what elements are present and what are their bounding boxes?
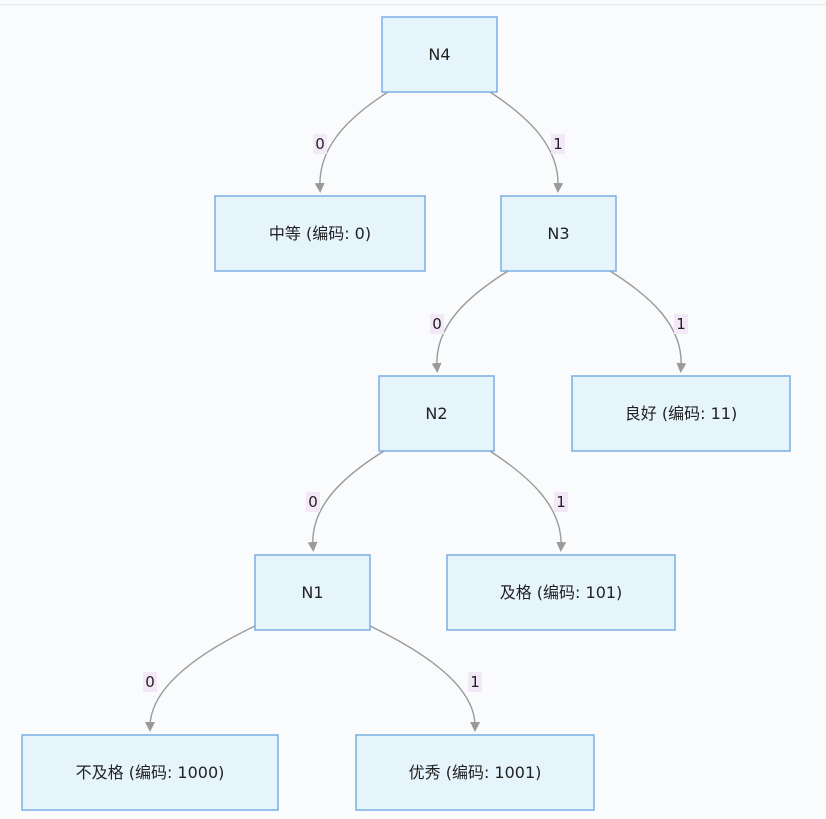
nodes: N4 中等 (编码: 0) N3 N2 良好 (编码: 11) N1 及格 (编… (21, 16, 791, 811)
edges: 0 1 0 1 0 1 0 (143, 91, 688, 732)
node-box (381, 16, 498, 93)
edge-n4-middle: 0 (313, 91, 389, 193)
node-label: 中等 (编码: 0) (269, 224, 371, 243)
edge-n3-good: 1 (609, 270, 688, 373)
node-n4: N4 (381, 16, 498, 93)
edge-line (489, 91, 564, 193)
edge-n1-fail: 0 (143, 625, 256, 732)
node-pass: 及格 (编码: 101) (446, 554, 676, 631)
edge-label: 1 (553, 135, 563, 153)
node-box (500, 195, 617, 272)
edge-label: 0 (432, 315, 442, 333)
node-label: N3 (547, 224, 569, 243)
edge-label-bg (143, 672, 157, 692)
node-box (355, 734, 595, 811)
edge-label: 0 (145, 673, 155, 691)
edge-label-bg (551, 134, 565, 154)
edge-n2-n1: 0 (306, 450, 385, 552)
edge-n3-n2: 0 (430, 270, 509, 373)
node-middle: 中等 (编码: 0) (214, 195, 426, 272)
edge-n2-pass: 1 (489, 450, 568, 552)
edge-line (307, 450, 385, 552)
edge-line (145, 625, 256, 732)
node-good: 良好 (编码: 11) (571, 375, 791, 452)
edge-label: 0 (308, 493, 318, 511)
node-label: 良好 (编码: 11) (625, 404, 737, 423)
edge-label-bg (306, 492, 320, 512)
edge-n1-excellent: 1 (369, 625, 482, 732)
edge-label: 1 (556, 493, 566, 511)
node-box (378, 375, 495, 452)
edge-label: 0 (315, 135, 325, 153)
node-box (21, 734, 279, 811)
edge-n4-n3: 1 (489, 91, 565, 193)
edge-label-bg (554, 492, 568, 512)
edge-line (489, 450, 567, 552)
node-n1: N1 (254, 554, 371, 631)
edge-label: 1 (470, 673, 480, 691)
node-label: N1 (301, 583, 323, 602)
edge-label-bg (313, 134, 327, 154)
edge-line (431, 270, 509, 373)
node-excellent: 优秀 (编码: 1001) (355, 734, 595, 811)
edge-label-bg (674, 314, 688, 334)
node-label: N4 (428, 45, 450, 64)
edge-label-bg (468, 672, 482, 692)
node-label: 及格 (编码: 101) (500, 583, 623, 602)
node-box (446, 554, 676, 631)
edge-line (369, 625, 481, 732)
node-box (571, 375, 791, 452)
node-n3: N3 (500, 195, 617, 272)
top-divider (0, 4, 826, 5)
node-label: 不及格 (编码: 1000) (76, 763, 225, 782)
node-label: 优秀 (编码: 1001) (409, 763, 542, 782)
node-label: N2 (425, 404, 447, 423)
node-box (214, 195, 426, 272)
edge-label: 1 (676, 315, 686, 333)
edge-label-bg (430, 314, 444, 334)
edge-line (609, 270, 687, 373)
node-fail: 不及格 (编码: 1000) (21, 734, 279, 811)
node-box (254, 554, 371, 631)
node-n2: N2 (378, 375, 495, 452)
edge-line (314, 91, 389, 193)
